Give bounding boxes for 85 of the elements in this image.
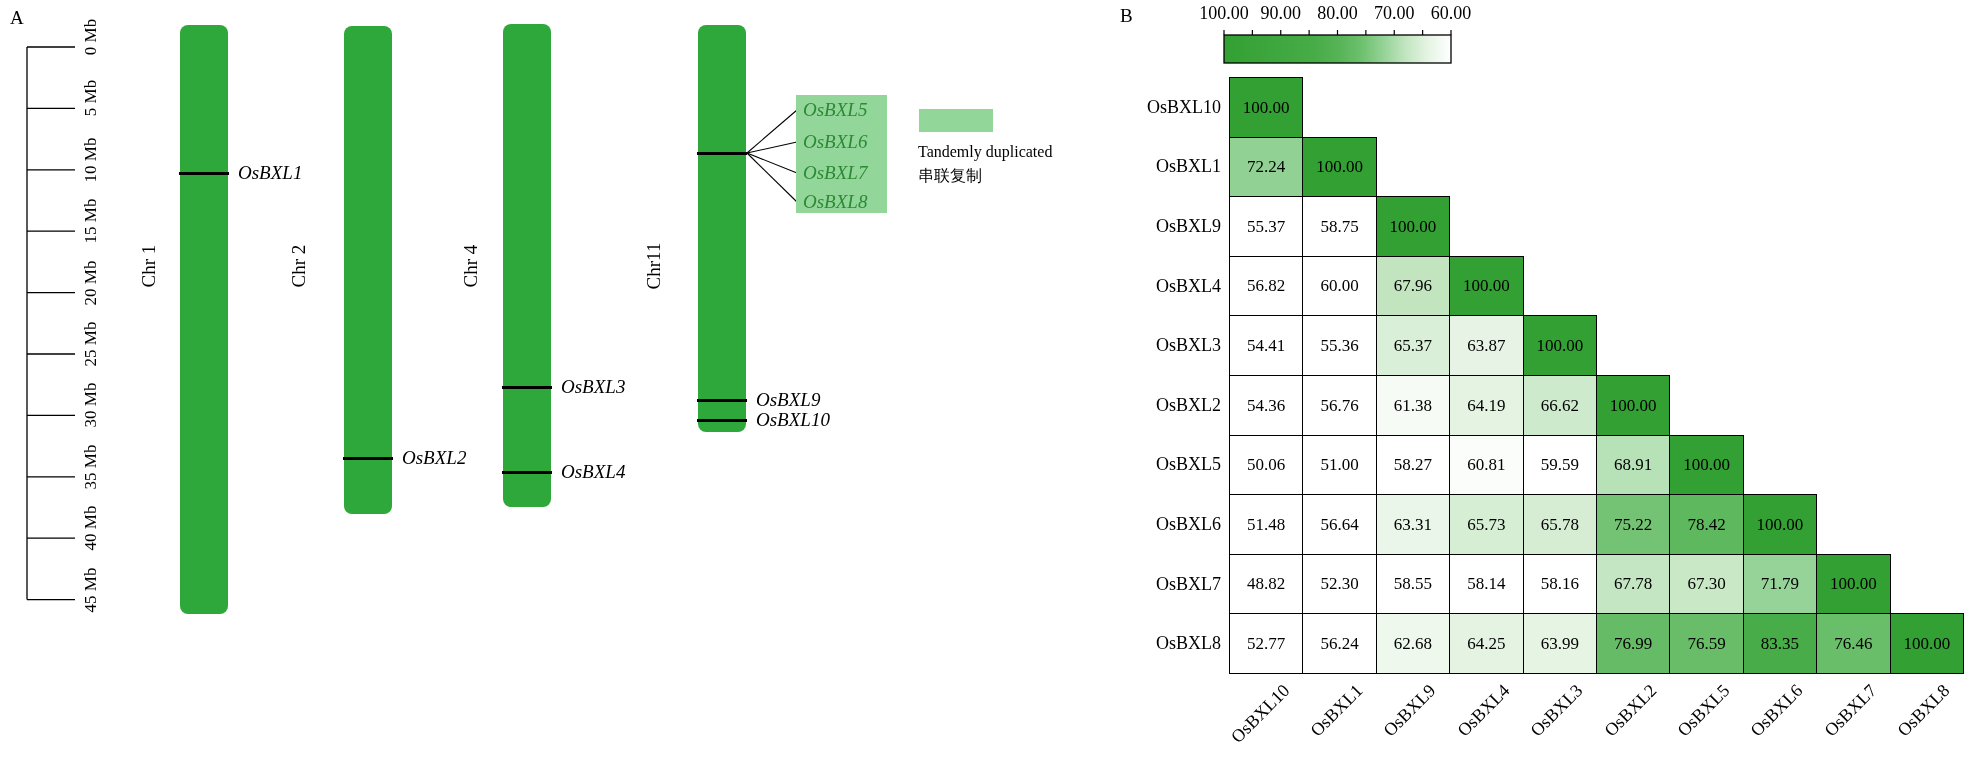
chromosome-bar [698,25,746,432]
row-label: OsBXL9 [1156,217,1221,235]
heatmap-cell: 100.00 [1816,553,1891,615]
row-label: OsBXL7 [1156,574,1221,593]
heatmap-cell: 52.77 [1229,613,1304,674]
chromosome-bar [503,24,551,507]
heatmap-cell: 67.78 [1596,553,1671,615]
gene-label: OsBXL10 [756,410,830,430]
heatmap-cell: 63.99 [1522,613,1597,674]
row-label: OsBXL2 [1156,395,1221,414]
heatmap-cell: 64.25 [1449,613,1524,674]
gene-label: OsBXL4 [561,462,626,482]
chromosome-label: Chr11 [643,242,663,290]
row-label: OsBXL5 [1156,455,1221,474]
chromosome-label: Chr 4 [460,244,480,288]
heatmap-cell: 76.99 [1596,613,1671,674]
scale-label: 5 Mb [81,80,99,117]
heatmap-cell: 100.00 [1229,77,1304,138]
connector-line [746,109,798,154]
row-label: OsBXL10 [1147,97,1221,116]
heatmap-cell: 68.91 [1596,434,1671,496]
gene-label: OsBXL6 [797,130,883,154]
scale-label: 25 Mb [81,321,99,367]
gene-label: OsBXL1 [238,163,303,183]
connector-line [746,152,798,203]
gene-label: OsBXL5 [797,98,883,122]
scale-label: 15 Mb [81,198,99,244]
connector-line [746,141,798,154]
gene-label: OsBXL7 [797,161,883,185]
gene-marker [697,151,747,155]
heatmap-cell: 61.38 [1375,375,1451,436]
scale-value: 80.00 [1317,4,1358,22]
heatmap-cell: 67.30 [1669,553,1744,615]
row-label: OsBXL6 [1156,515,1221,533]
gene-label: OsBXL9 [756,390,821,410]
heatmap-cell: 100.00 [1669,434,1744,496]
heatmap-cell: 100.00 [1375,196,1451,257]
heatmap-cell: 65.73 [1449,494,1524,555]
gene-label: OsBXL2 [402,448,467,468]
heatmap-cell: 76.46 [1816,613,1891,674]
heatmap-cell: 76.59 [1669,613,1744,674]
scale-label: 0 Mb [81,18,99,56]
heatmap-cell: 83.35 [1742,613,1818,674]
gene-label: OsBXL8 [797,190,883,214]
heatmap-cell: 66.62 [1522,375,1597,436]
heatmap-cell: 72.24 [1229,136,1304,198]
panel-label: A [10,8,24,27]
scale-value: 90.00 [1260,4,1301,22]
heatmap-cell: 78.42 [1669,494,1744,555]
scale-label: 40 Mb [81,505,99,551]
heatmap-cell: 60.81 [1449,434,1524,496]
scale-label: 10 Mb [81,137,99,183]
chromosome-bar [344,26,392,514]
heatmap-cell: 63.87 [1449,315,1524,376]
scale-value: 70.00 [1374,4,1415,22]
heatmap-cell: 63.31 [1375,494,1451,555]
tandem-duplicate-box [796,95,887,213]
chromosome-bar [180,25,228,614]
row-label: OsBXL4 [1156,276,1221,295]
row-label: OsBXL1 [1156,157,1221,176]
connector-line [746,152,798,174]
heatmap-cell: 62.68 [1375,613,1451,674]
scale-label: 30 Mb [81,382,99,428]
heatmap-cell: 100.00 [1889,613,1964,674]
panel-label: B [1120,6,1133,25]
legend-text: Tandemly duplicated 串联复制 [918,142,1054,186]
scale-label: 35 Mb [81,444,99,490]
scale-label: 45 Mb [81,567,99,613]
scale-label: 20 Mb [81,260,99,306]
heatmap-cell: 100.00 [1449,255,1524,317]
heatmap-cell: 100.00 [1522,315,1597,376]
chromosome-label: Chr 1 [138,244,158,288]
scale-value: 60.00 [1430,4,1472,22]
scale-value: 100.00 [1199,4,1249,22]
gene-label: OsBXL3 [561,377,626,397]
heatmap-cell: 65.78 [1522,494,1597,555]
heatmap-cell: 65.37 [1375,315,1451,376]
heatmap-cell: 75.22 [1596,494,1671,555]
heatmap-cell: 100.00 [1302,136,1377,198]
heatmap-cell: 64.19 [1449,375,1524,436]
chromosome-label: Chr 2 [288,244,308,288]
heatmap-cell: 100.00 [1742,494,1818,555]
row-label: OsBXL8 [1156,634,1221,653]
heatmap-cell: 100.00 [1596,375,1671,436]
row-label: OsBXL3 [1156,336,1221,355]
